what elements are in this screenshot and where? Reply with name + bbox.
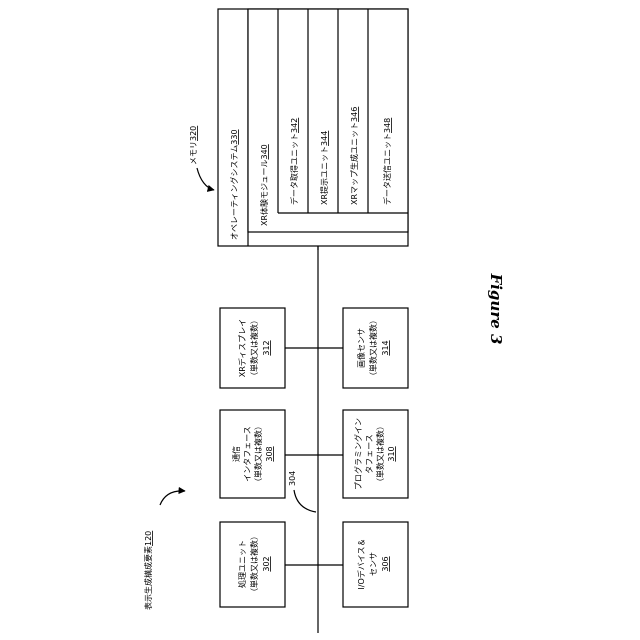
block-programming-interface: プログラミングイン タフェース （単数又は複数） 310 bbox=[343, 410, 408, 498]
block-306-line-1: I/Oデバイス＆ bbox=[356, 538, 366, 589]
diagram-title: 表示生成構成要素120 bbox=[143, 531, 153, 610]
bus-ref-leader bbox=[294, 490, 316, 512]
block-314-line-2: （単数又は複数） bbox=[368, 316, 378, 380]
block-306-ref: 306 bbox=[381, 556, 390, 571]
block-310-line-1: プログラミングイン bbox=[353, 418, 363, 490]
figure-label: Figure 3 bbox=[487, 273, 505, 345]
block-310-ref: 310 bbox=[387, 446, 396, 461]
memory-label: メモリ320 bbox=[189, 126, 198, 165]
bus-ref: 304 bbox=[288, 471, 297, 486]
block-302-ref: 302 bbox=[262, 556, 271, 571]
block-306-line-2: センサ bbox=[369, 552, 378, 576]
block-302-line-1: 処理ユニット bbox=[237, 540, 247, 588]
block-308-line-3: （単数又は複数） bbox=[253, 422, 263, 486]
block-308-line-2: インタフェース bbox=[243, 426, 252, 482]
title-arrow bbox=[160, 491, 185, 505]
memory-label-leader bbox=[197, 168, 214, 190]
block-312-ref: 312 bbox=[262, 340, 271, 355]
block-xr-display: XRディスプレイ （単数又は複数） 312 bbox=[220, 308, 285, 388]
memory-item-344: XR提示ユニット344 bbox=[319, 131, 329, 205]
block-image-sensor: 画像センサ （単数又は複数） 314 bbox=[343, 308, 408, 388]
block-314-line-1: 画像センサ bbox=[356, 328, 366, 368]
block-312-line-1: XRディスプレイ bbox=[237, 319, 247, 377]
memory-block: オペレーティングシステム330 XR体験モジュール340 データ取得ユニット34… bbox=[218, 9, 408, 246]
block-302-line-2: （単数又は複数） bbox=[249, 532, 259, 596]
block-312-line-2: （単数又は複数） bbox=[249, 316, 259, 380]
block-310-line-3: （単数又は複数） bbox=[375, 422, 385, 486]
memory-item-346: XRマップ生成ユニット346 bbox=[349, 107, 359, 205]
memory-item-348: データ送信ユニット348 bbox=[382, 118, 392, 205]
block-314-ref: 314 bbox=[381, 340, 390, 355]
block-communication-interface: 通信 インタフェース （単数又は複数） 308 bbox=[220, 410, 285, 498]
block-308-line-1: 通信 bbox=[231, 446, 241, 462]
block-308-ref: 308 bbox=[265, 446, 274, 461]
block-processing-unit: 処理ユニット （単数又は複数） 302 bbox=[220, 522, 285, 607]
block-310-line-2: タフェース bbox=[365, 434, 374, 474]
memory-item-330: オペレーティングシステム330 bbox=[229, 129, 239, 240]
block-io-devices-sensors: I/Oデバイス＆ センサ 306 bbox=[343, 522, 408, 607]
memory-item-340: XR体験モジュール340 bbox=[259, 144, 269, 226]
memory-item-342: データ取得ユニット342 bbox=[289, 118, 299, 205]
